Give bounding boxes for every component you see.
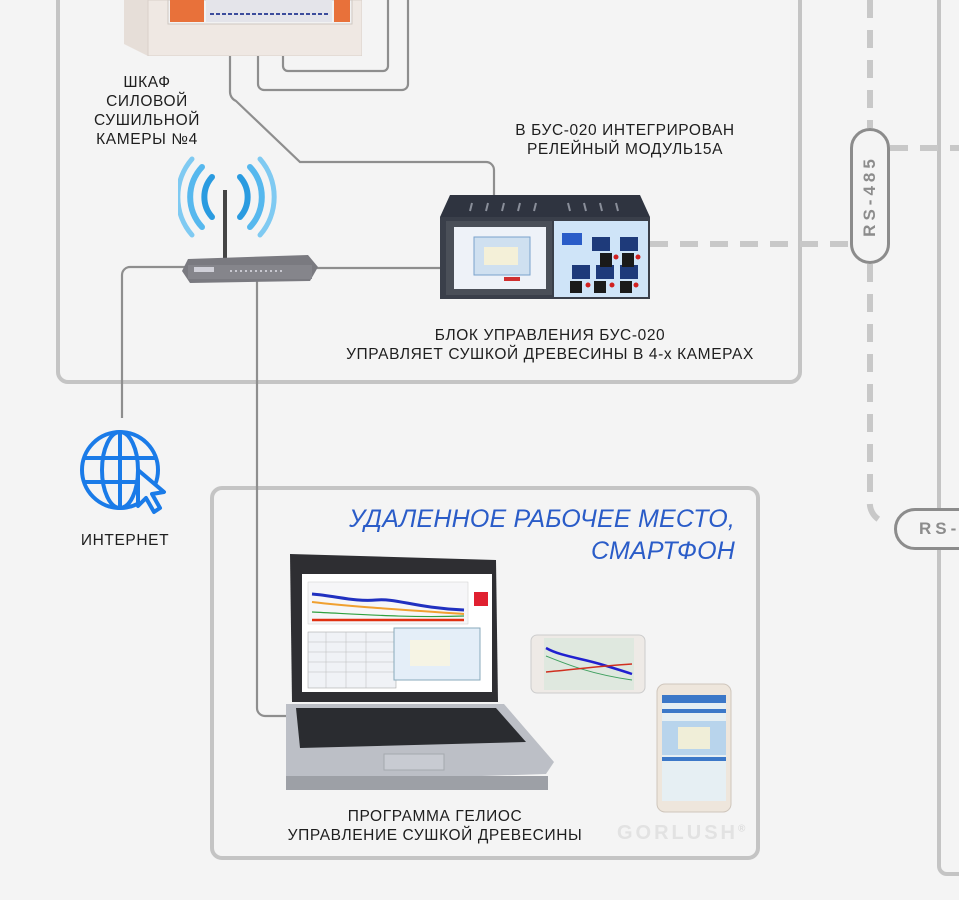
rs485-bus-label-secondary-text: RS- — [919, 519, 959, 538]
program-label-line: УПРАВЛЕНИЕ СУШКОЙ ДРЕВЕСИНЫ — [287, 827, 583, 844]
internet-globe-icon — [78, 428, 170, 520]
cabinet-wire-2 — [256, 0, 410, 92]
relay-module-label-line: В БУС-020 ИНТЕГРИРОВАН — [515, 122, 735, 139]
remote-workstation-title-line: СМАРТФОН — [591, 537, 735, 565]
bus-frame-line — [937, 0, 959, 876]
rs485-bus-label-secondary: RS- — [894, 508, 959, 550]
cabinet-label-line: СУШИЛЬНОЙ — [93, 112, 200, 129]
program-label: ПРОГРАММА ГЕЛИОС УПРАВЛЕНИЕ СУШКОЙ ДРЕВЕ… — [260, 807, 610, 845]
bus-020-controller-image — [436, 193, 654, 305]
registered-mark: ® — [738, 823, 749, 835]
remote-frame — [210, 486, 760, 860]
internet-label: ИНТЕРНЕТ — [80, 532, 170, 549]
gorlush-watermark: GORLUSH® — [617, 822, 748, 845]
cabinet-wire-3 — [281, 0, 390, 73]
relay-module-label: В БУС-020 ИНТЕГРИРОВАН РЕЛЕЙНЫЙ МОДУЛЬ15… — [490, 121, 760, 159]
smartphone-portrait-image — [656, 683, 732, 813]
watermark-text: GORLUSH — [617, 822, 738, 844]
router-internet-wire — [120, 265, 192, 418]
controller-label-line: БЛОК УПРАВЛЕНИЯ БУС-020 — [434, 327, 666, 344]
cabinet-label-line: СИЛОВОЙ — [106, 93, 188, 110]
controller-label-line: УПРАВЛЯЕТ СУШКОЙ ДРЕВЕСИНЫ В 4-х КАМЕРАХ — [346, 346, 754, 363]
cabinet-label: ШКАФ СИЛОВОЙ СУШИЛЬНОЙ КАМЕРЫ №4 — [82, 73, 212, 149]
controller-label: БЛОК УПРАВЛЕНИЯ БУС-020 УПРАВЛЯЕТ СУШКОЙ… — [300, 326, 800, 364]
wifi-router — [175, 155, 324, 285]
cabinet-label-line: КАМЕРЫ №4 — [96, 131, 198, 148]
rs485-bus-label-text: RS-485 — [860, 155, 880, 237]
remote-workstation-title: УДАЛЕННОЕ РАБОЧЕЕ МЕСТО, СМАРТФОН — [280, 503, 735, 567]
relay-module-label-line: РЕЛЕЙНЫЙ МОДУЛЬ15А — [526, 141, 724, 158]
laptop-image — [286, 552, 568, 797]
rs485-bus-label: RS-485 — [850, 128, 890, 264]
remote-workstation-title-line: УДАЛЕННОЕ РАБОЧЕЕ МЕСТО, — [349, 505, 735, 533]
cabinet-wire-1 — [228, 55, 496, 195]
program-label-line: ПРОГРАММА ГЕЛИОС — [347, 808, 523, 825]
wifi-signal-icon — [175, 156, 318, 283]
router-laptop-wire — [255, 280, 292, 718]
system-frame — [56, 0, 802, 384]
smartphone-landscape-image — [530, 634, 646, 694]
rs485-bus-vertical — [866, 0, 886, 525]
power-cabinet-image — [124, 0, 363, 57]
cabinet-label-line: ШКАФ — [123, 74, 171, 91]
